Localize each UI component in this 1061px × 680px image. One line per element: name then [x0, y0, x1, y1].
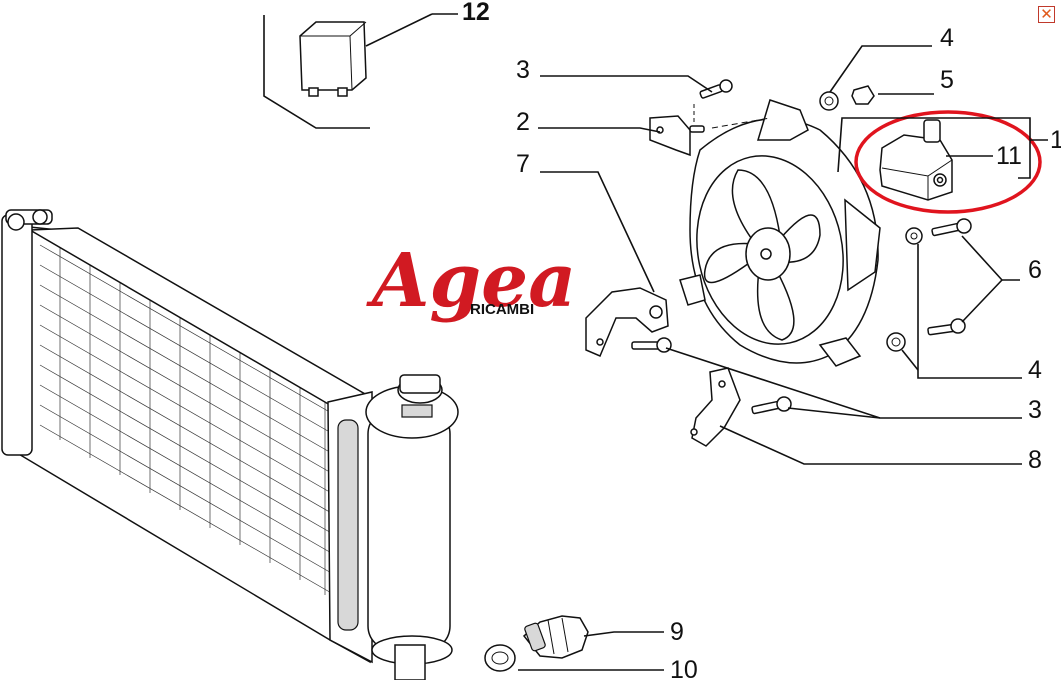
callout-2: 2 [516, 108, 530, 136]
callout-9: 9 [670, 618, 684, 646]
bracket-part-7[interactable] [585, 287, 669, 357]
callout-6: 6 [1028, 256, 1042, 284]
callout-11: 11 [996, 142, 1022, 170]
callout-5: 5 [940, 66, 954, 94]
callout-3-top: 3 [516, 56, 530, 84]
resistor-part-11[interactable] [879, 119, 953, 201]
callout-4-bottom: 4 [1028, 356, 1042, 384]
nut-part-5[interactable] [851, 85, 875, 105]
agea-ricambi-watermark: Agea RICAMBI [366, 238, 576, 324]
callout-4-top: 4 [940, 24, 954, 52]
radiator-part[interactable] [1, 209, 459, 680]
bolt-part-3[interactable] [699, 79, 733, 99]
brand-name: Agea [366, 238, 576, 324]
callout-1: 1 [1050, 126, 1061, 154]
screw-part-6b[interactable] [927, 318, 966, 336]
brand-subtitle: RICAMBI [470, 301, 534, 318]
washer-part-upper[interactable] [905, 227, 923, 245]
washer-part-4-bottom[interactable] [886, 332, 906, 352]
washer-part-4[interactable] [819, 91, 839, 111]
bracket-part-2[interactable] [649, 115, 705, 157]
screw-part-3-right[interactable] [751, 396, 792, 415]
callout-8: 8 [1028, 446, 1042, 474]
fan-assembly-part[interactable] [679, 99, 881, 367]
radiator-core-grid [39, 244, 341, 599]
callout-7: 7 [516, 150, 530, 178]
bracket-part-8[interactable] [690, 367, 741, 447]
washer-part-10[interactable] [484, 644, 516, 672]
callout-3-bottom: 3 [1028, 396, 1042, 424]
callout-12: 12 [462, 0, 490, 26]
screw-part-3-left[interactable] [631, 337, 672, 353]
close-button[interactable]: ✕ [1038, 6, 1055, 23]
highlight-circle [854, 110, 1042, 214]
relay-part[interactable] [263, 13, 458, 129]
sensor-part-9[interactable] [522, 615, 589, 659]
screw-part-6a[interactable] [931, 218, 972, 237]
close-icon: ✕ [1040, 5, 1053, 23]
callout-10: 10 [670, 656, 698, 680]
